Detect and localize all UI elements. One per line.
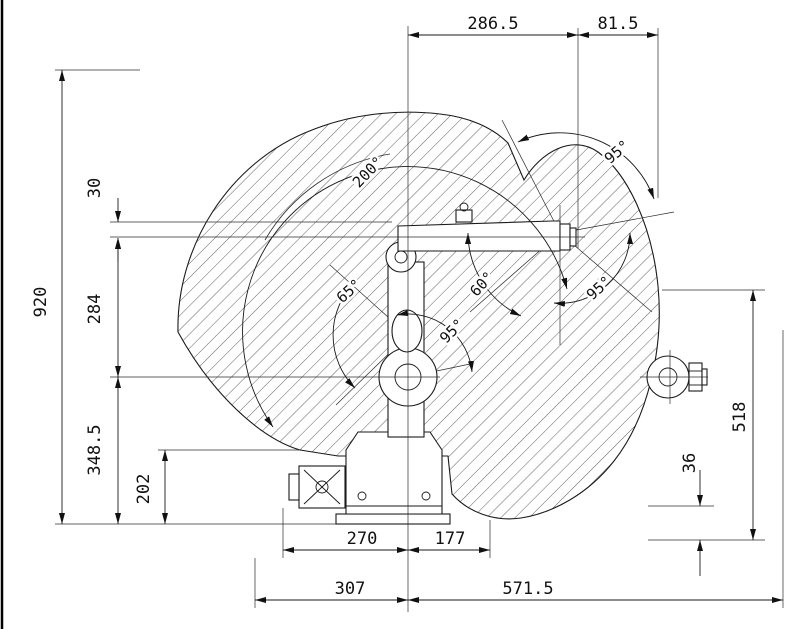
dim-270-label: 270: [347, 529, 378, 549]
dim-177-label: 177: [435, 529, 466, 549]
arc-95deg-center: [396, 310, 474, 373]
angle-arcs: [242, 132, 655, 428]
arm-waist: [391, 309, 423, 353]
inner-envelope-arc: [264, 153, 391, 241]
dim-202-label: 202: [134, 474, 154, 505]
robot-base-body: [345, 431, 443, 515]
forearm-eyebolt: [459, 202, 469, 212]
dim-30-label: 30: [85, 178, 105, 198]
dimension-lines: [59, 32, 783, 603]
dim-920-label: 920: [31, 287, 51, 318]
dim-284-label: 284: [85, 294, 105, 325]
connector-brace: [303, 469, 341, 505]
base-connector-flange: [288, 473, 300, 501]
robot-forearm: [397, 220, 561, 252]
dim-36-label: 36: [680, 453, 700, 473]
arc-200deg: [242, 166, 568, 428]
arc-95deg-top: [517, 132, 655, 200]
dim-81-5-label: 81.5: [598, 14, 639, 34]
dim-518-label: 518: [730, 402, 750, 433]
dimension-labels: 286.5 81.5 920 30 284 348.5 202 270 177 …: [31, 14, 750, 599]
arc-65deg: [332, 281, 356, 389]
forearm-fitting: [455, 209, 473, 223]
dim-307-label: 307: [335, 579, 366, 599]
arc-95deg-right: [553, 232, 634, 307]
base-bolt-hole: [421, 491, 431, 501]
robot-base-plate: [335, 513, 451, 525]
dim-571-5-label: 571.5: [502, 579, 553, 599]
dim-348-5-label: 348.5: [85, 424, 105, 475]
base-bolt-hole: [357, 491, 367, 501]
arc-60deg: [465, 232, 522, 317]
connector-fitting: [315, 480, 329, 494]
dim-286-5-label: 286.5: [467, 14, 518, 34]
